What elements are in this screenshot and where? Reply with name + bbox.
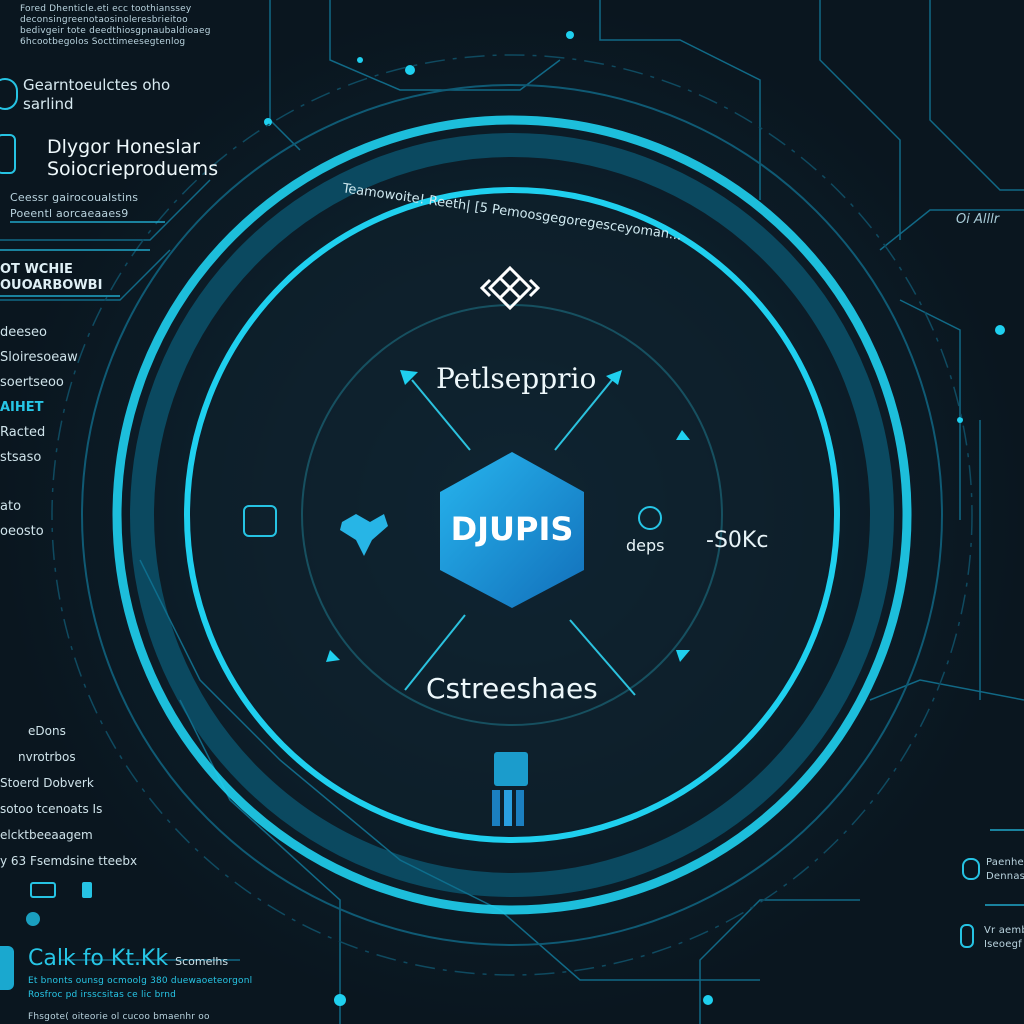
- side-list-item[interactable]: AIHET: [0, 400, 44, 415]
- far-right-label: -S0Kc: [706, 528, 769, 553]
- item-title: Dlygor Honeslar: [47, 136, 200, 158]
- right-item[interactable]: Paenhe Dennascsu: [986, 856, 1024, 884]
- item-title: Vr aembla: [984, 925, 1024, 936]
- item-sub: Soiocrieproduems: [47, 158, 219, 180]
- footer-text: Fhsgote( oiteorie ol cucoo bmaenhr oo: [28, 1012, 210, 1022]
- cta-title-text: Calk fo Kt.Kk: [28, 946, 169, 971]
- fingerprint-icon: [0, 78, 18, 110]
- header-line: deconsingreenotaosinoleresbrieitoo: [20, 15, 188, 25]
- banner-line: OUOARBOWBI: [0, 278, 103, 293]
- hex-label[interactable]: DJUPIS: [450, 510, 574, 548]
- cta-title[interactable]: Calk fo Kt.Kk Scomelhs: [28, 946, 228, 971]
- item-sub: Dennascsu: [986, 871, 1024, 882]
- center-hexagon: [440, 452, 584, 608]
- bottom-node-icon: [494, 752, 528, 786]
- banner: OT WCHIE OUOARBOWBI: [0, 262, 102, 294]
- item-title: Paenhe: [986, 857, 1024, 868]
- cta-line: Et bnonts ounsg ocmoolg 380 duewaoeteorg…: [28, 976, 253, 986]
- diamond-node-icon: [479, 265, 541, 311]
- right-node-label: deps: [626, 536, 665, 555]
- lower-list-item[interactable]: Stoerd Dobverk: [0, 776, 94, 790]
- cta-icon: [0, 946, 14, 990]
- lock-icon[interactable]: [243, 505, 277, 537]
- lower-list-item[interactable]: y 63 Fsemdsine tteebx: [0, 854, 138, 868]
- right-label: Oi Alllr: [956, 212, 1000, 227]
- list-item[interactable]: Gearntoeulctes oho sarlind: [23, 76, 170, 114]
- side-list: deeseo Sloiresoeaw soertseoo AIHET Racte…: [0, 320, 78, 544]
- item-sub: sarlind: [23, 95, 74, 113]
- status-dot-icon: [26, 912, 40, 926]
- header-text: Fored Dhenticle.eti ecc toothianssey dec…: [20, 4, 211, 48]
- cta-text: Et bnonts ounsg ocmoolg 380 duewaoeteorg…: [28, 974, 252, 1002]
- toggle-icon[interactable]: [30, 882, 56, 898]
- item-sub: Poeentl aorcaeaaes9: [10, 207, 129, 220]
- banner-line: OT WCHIE: [0, 262, 73, 277]
- gem-icon: [340, 514, 388, 556]
- top-node-label: Petlsepprio: [436, 362, 597, 395]
- side-list-item[interactable]: ato: [0, 499, 22, 514]
- side-list-item[interactable]: oeosto: [0, 524, 44, 539]
- header-line: Fored Dhenticle.eti ecc toothianssey: [20, 4, 192, 14]
- list-item[interactable]: Dlygor Honeslar Soiocrieproduems: [47, 136, 218, 180]
- device-icon: [960, 924, 974, 948]
- battery-icon: [82, 882, 92, 898]
- lower-list-item[interactable]: nvrotrbos: [18, 750, 76, 764]
- shield-icon: [0, 134, 16, 174]
- side-list-item[interactable]: soertseoo: [0, 375, 64, 390]
- header-line: 6hcootbegolos Socttimeesegtenlog: [20, 37, 186, 47]
- side-list-item[interactable]: stsaso: [0, 450, 42, 465]
- side-list-item[interactable]: Racted: [0, 425, 46, 440]
- item-title: Ceessr gairocoualstins: [10, 191, 139, 204]
- lower-list-item[interactable]: sotoo tcenoats Is: [0, 802, 103, 816]
- lower-list-item[interactable]: eDons: [28, 724, 66, 738]
- side-list-item[interactable]: deeseo: [0, 325, 47, 340]
- lower-list: eDons nvrotrbos Stoerd Dobverk sotoo tce…: [0, 718, 137, 874]
- item-sub: Iseoegf uloss: [984, 939, 1024, 950]
- leaf-icon: [638, 506, 662, 530]
- side-list-item[interactable]: Sloiresoeaw: [0, 350, 78, 365]
- cta-line: Rosfroc pd irsscsitas ce lic brnd: [28, 990, 177, 1000]
- header-line: bedivgeir tote deedthiosgpnaubaldioaeg: [20, 26, 211, 36]
- list-item[interactable]: Ceessr gairocoualstins Poeentl aorcaeaae…: [10, 190, 138, 222]
- cta-sub: Scomelhs: [175, 955, 229, 968]
- bottom-node-label: Cstreeshaes: [426, 672, 598, 705]
- right-item[interactable]: Vr aembla Iseoegf uloss: [984, 924, 1024, 952]
- lower-list-item[interactable]: elcktbeeaagem: [0, 828, 93, 842]
- item-title: Gearntoeulctes oho: [23, 76, 171, 94]
- shield-icon: [962, 858, 980, 880]
